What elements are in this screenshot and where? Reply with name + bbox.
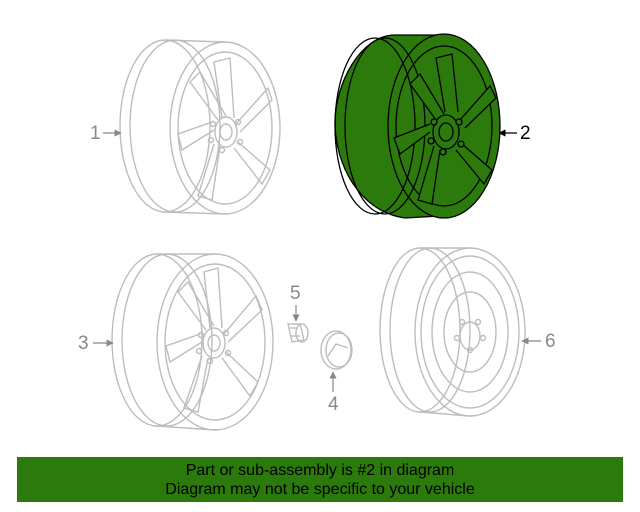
callout-4: 4 [328, 394, 339, 415]
wheel-part-1[interactable] [119, 39, 281, 215]
spare-wheel-part-6[interactable] [379, 247, 526, 417]
lug-nut-part-5[interactable] [287, 323, 309, 343]
banner-line-1: Part or sub-assembly is #2 in diagram [185, 462, 455, 479]
callout-2: 2 [520, 123, 531, 144]
info-banner: Part or sub-assembly is #2 in diagram Di… [17, 457, 623, 502]
wheel-part-2[interactable] [334, 33, 501, 219]
callout-1: 1 [90, 123, 101, 144]
callout-3: 3 [78, 333, 89, 354]
center-cap-part-4[interactable] [320, 330, 353, 370]
wheel-part-3[interactable] [111, 253, 274, 431]
callout-6: 6 [545, 331, 556, 352]
callout-5: 5 [290, 283, 301, 304]
parts-diagram [93, 33, 541, 431]
leader-lines [93, 129, 541, 392]
banner-line-2: Diagram may not be specific to your vehi… [165, 481, 475, 498]
